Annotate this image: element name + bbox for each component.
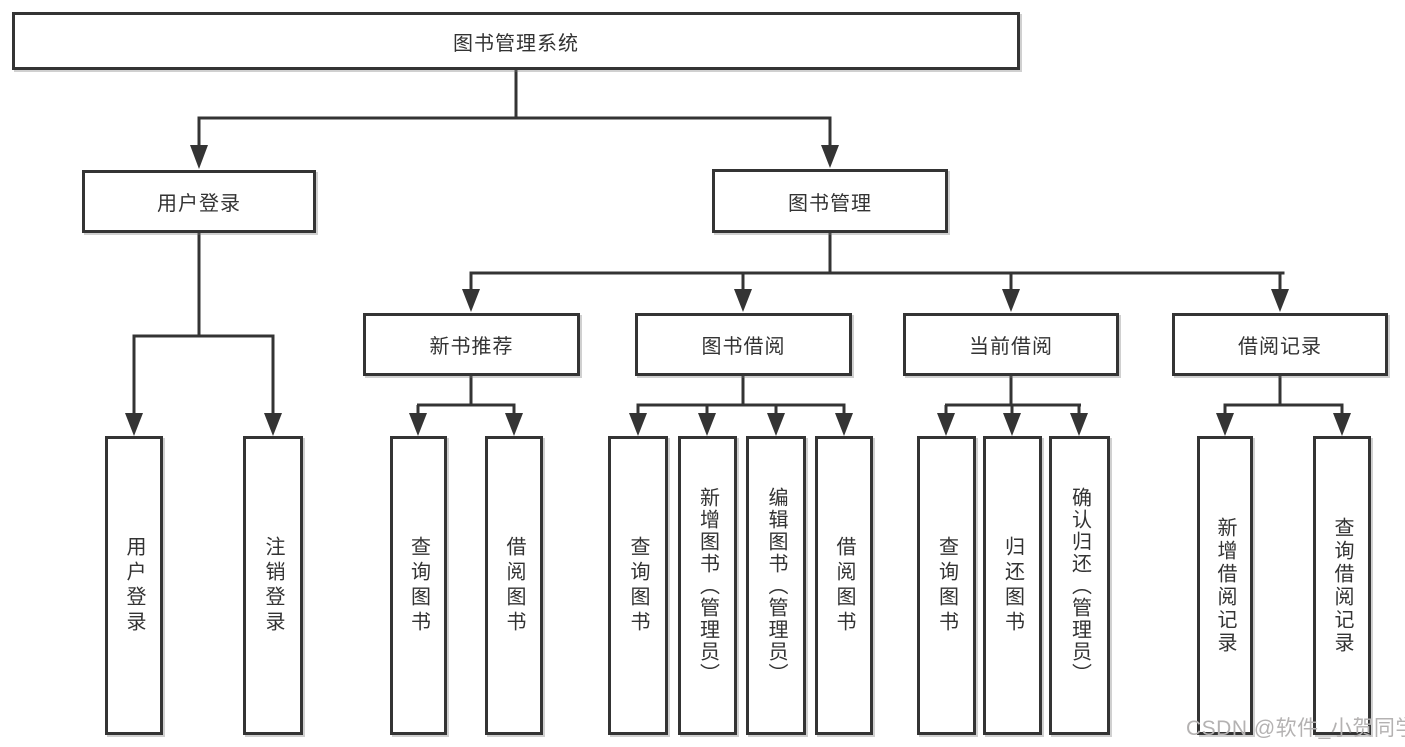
arrowheads-borrow-records-leaves (1216, 413, 1351, 436)
node-root-library-system: 图书管理系统 (12, 12, 1020, 70)
node-current-borrow: 当前借阅 (903, 313, 1119, 376)
leaf-user-login: 用户登录 (105, 436, 163, 735)
leaf-borrow-books: 借阅图书 (815, 436, 873, 735)
leaf-query-books-borrow: 查询图书 (608, 436, 668, 735)
leaf-add-borrow-record: 新增借阅记录 (1197, 436, 1253, 735)
node-borrow-records: 借阅记录 (1172, 313, 1388, 376)
arrowheads-user-login-leaves (125, 413, 282, 436)
connector-new-book-recommend (416, 376, 516, 420)
leaf-add-books-admin: 新增图书（管理员） (678, 436, 737, 735)
leaf-return-books: 归还图书 (983, 436, 1042, 735)
arrowheads-level2 (190, 145, 839, 169)
node-book-borrow: 图书借阅 (635, 313, 852, 376)
leaf-borrow-books-recommend: 借阅图书 (485, 436, 543, 735)
arrowheads-new-book-leaves (409, 413, 523, 436)
connector-borrow-records (1223, 376, 1344, 420)
leaf-confirm-return-admin: 确认归还（管理员） (1049, 436, 1110, 735)
connector-current-borrow (944, 376, 1081, 420)
connector-book-borrow (636, 376, 846, 420)
arrowheads-level3 (462, 289, 1289, 312)
leaf-query-books-current: 查询图书 (917, 436, 976, 735)
node-new-book-recommend: 新书推荐 (363, 313, 580, 376)
connector-root (197, 70, 832, 150)
node-user-login: 用户登录 (82, 170, 316, 233)
leaf-edit-books-admin: 编辑图书（管理员） (746, 436, 806, 735)
leaf-query-books-recommend: 查询图书 (390, 436, 447, 735)
connector-user-login (132, 233, 275, 418)
arrowheads-book-borrow-leaves (629, 413, 853, 436)
connector-book-management (469, 233, 1285, 296)
leaf-logout: 注销登录 (243, 436, 303, 735)
node-book-management: 图书管理 (712, 169, 948, 233)
csdn-watermark: CSDN @软件_小贺同学 (1186, 717, 1405, 740)
leaf-query-borrow-record: 查询借阅记录 (1313, 436, 1371, 735)
arrowheads-current-borrow-leaves (937, 413, 1088, 436)
